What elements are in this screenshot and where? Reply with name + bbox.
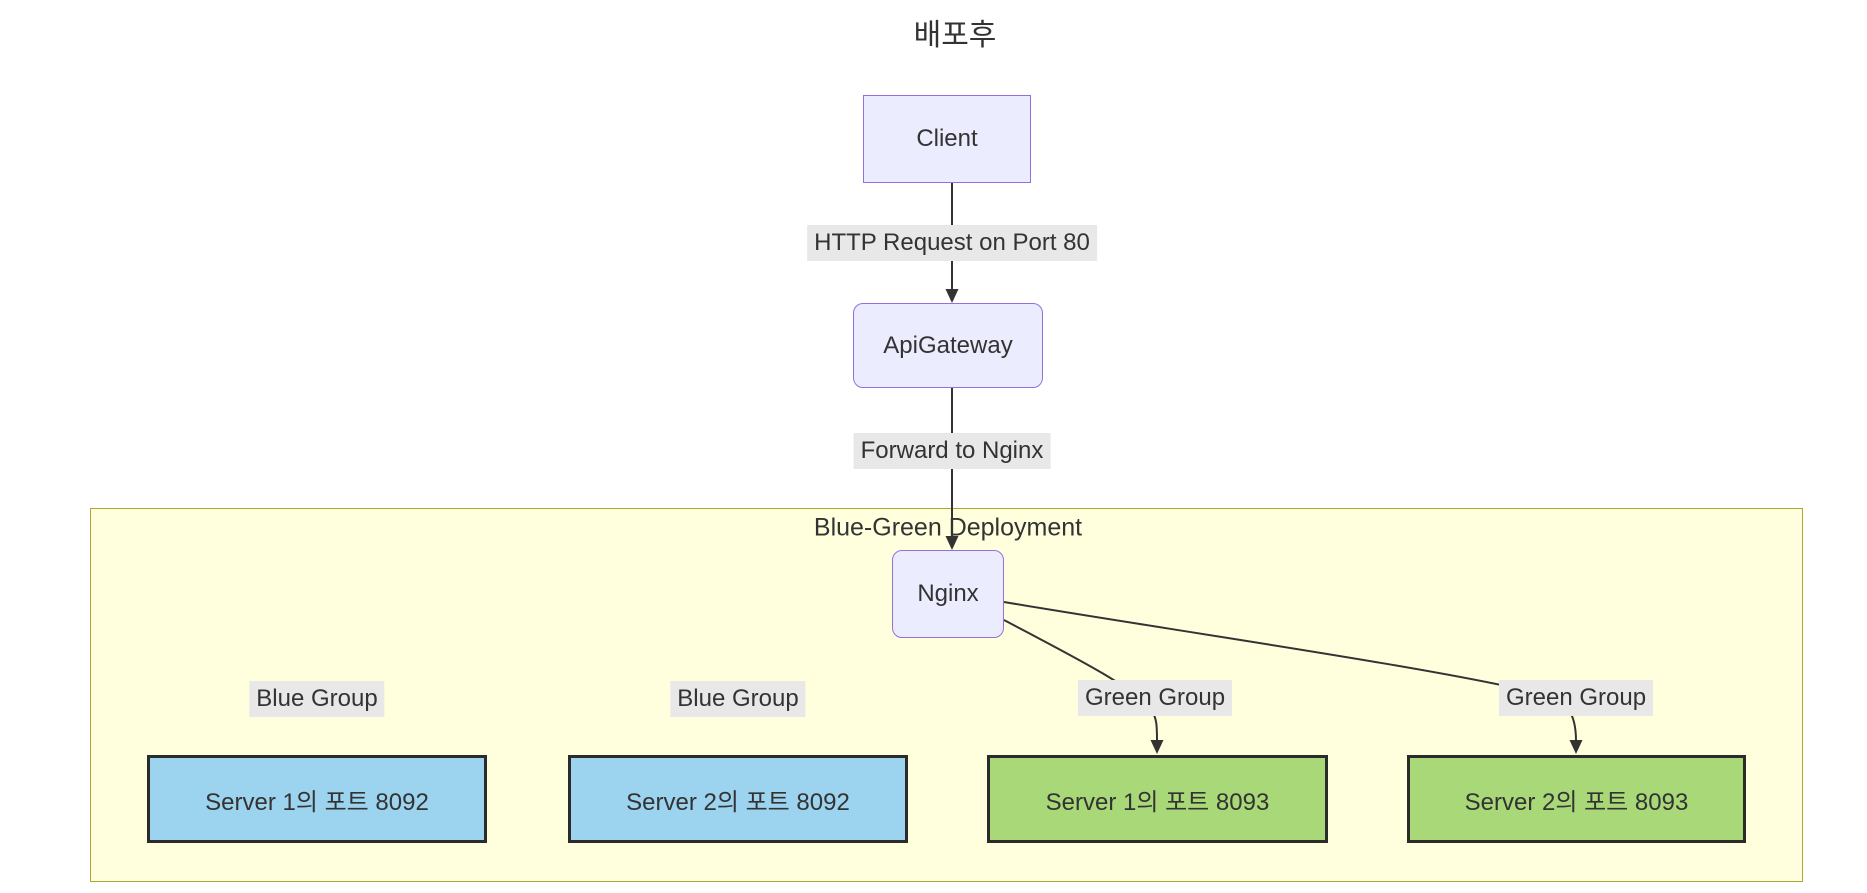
cluster-title: Blue-Green Deployment <box>813 513 1083 542</box>
node-blue-server-2: Server 2의 포트 8092 <box>568 755 908 843</box>
edge-label-blue-group-1: Blue Group <box>249 681 385 717</box>
edge-label-forward-to-nginx: Forward to Nginx <box>853 433 1051 469</box>
edge-label-http-request-port-80: HTTP Request on Port 80 <box>807 225 1097 261</box>
node-apigateway: ApiGateway <box>853 303 1043 388</box>
edge-label-green-group-2: Green Group <box>1498 680 1654 716</box>
edge-label-green-group-1: Green Group <box>1077 680 1233 716</box>
diagram-title: 배포후 <box>913 19 997 52</box>
node-green-server-2: Server 2의 포트 8093 <box>1407 755 1746 843</box>
node-blue-server-1: Server 1의 포트 8092 <box>147 755 487 843</box>
node-green-server-1: Server 1의 포트 8093 <box>987 755 1328 843</box>
node-client: Client <box>863 95 1031 183</box>
arrowhead-apigateway <box>945 289 959 303</box>
node-nginx: Nginx <box>892 550 1004 638</box>
edge-label-blue-group-2: Blue Group <box>670 681 806 717</box>
